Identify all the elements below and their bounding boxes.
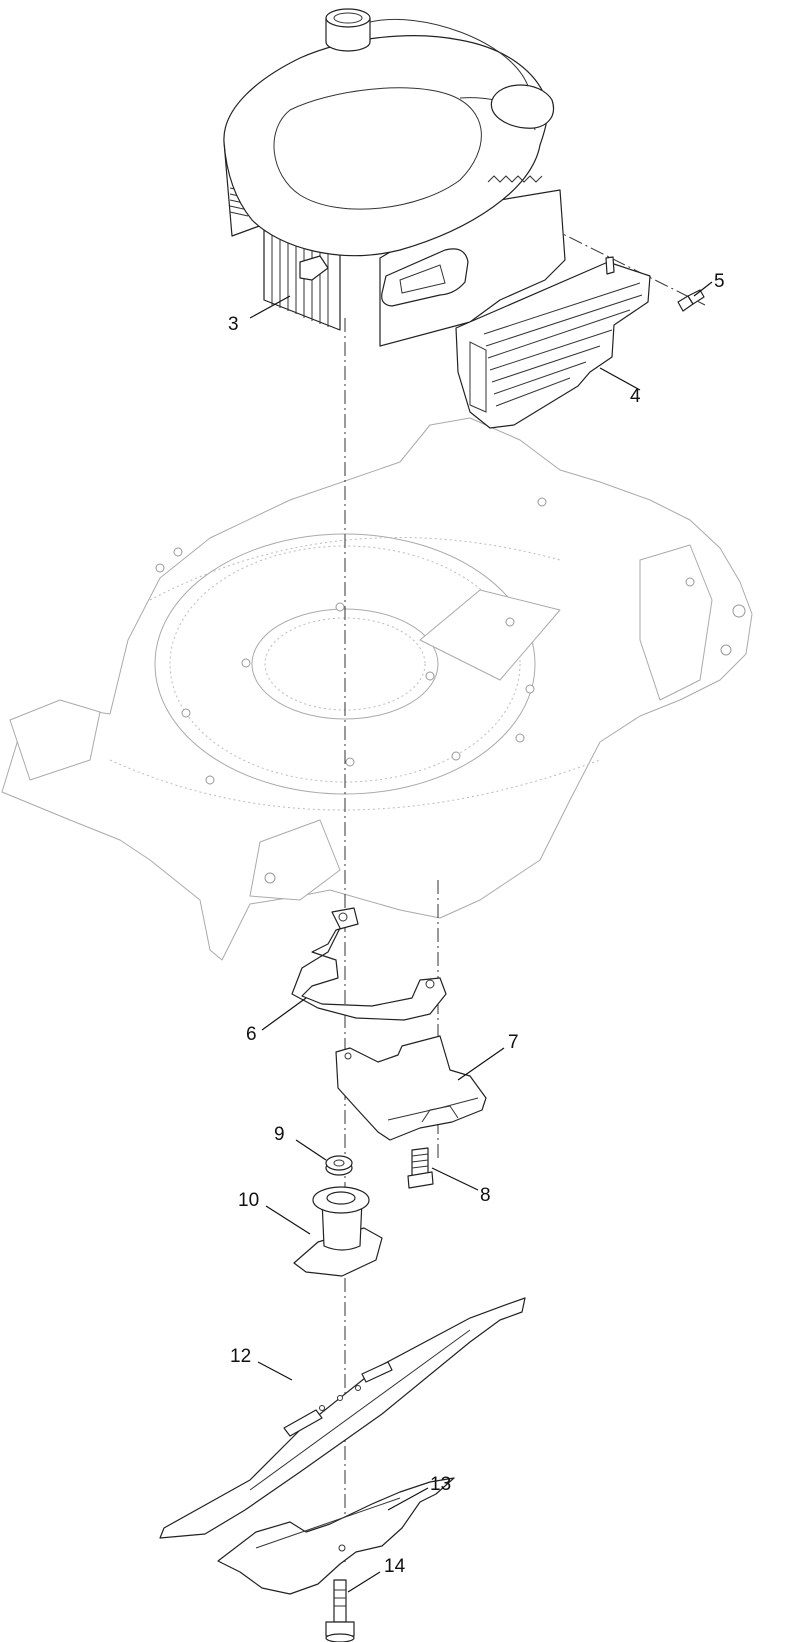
callout-9: 9 — [274, 1124, 327, 1161]
callout-3: 3 — [228, 295, 291, 335]
bolt-icon — [407, 1147, 434, 1189]
callout-4: 4 — [599, 367, 641, 407]
callout-label: 13 — [430, 1474, 451, 1495]
screw-icon — [677, 289, 705, 312]
mower-deck-icon — [1, 417, 753, 961]
callout-10: 10 — [238, 1190, 311, 1235]
callout-5: 5 — [693, 271, 725, 297]
callout-label: 14 — [384, 1556, 406, 1577]
blade-icon — [159, 1297, 526, 1539]
blade-adapter-icon — [293, 1186, 383, 1277]
callout-7: 7 — [457, 1032, 519, 1081]
callout-label: 7 — [508, 1032, 519, 1053]
callout-label: 6 — [246, 1024, 257, 1045]
callout-label: 10 — [238, 1190, 259, 1211]
sail-icon — [217, 1477, 455, 1595]
callout-6: 6 — [246, 997, 307, 1045]
callout-14: 14 — [347, 1556, 406, 1593]
callout-13: 13 — [387, 1474, 451, 1511]
callout-label: 12 — [230, 1346, 251, 1367]
callout-label: 3 — [228, 314, 239, 335]
blade-bolt-icon — [325, 1579, 355, 1642]
callout-label: 4 — [630, 386, 641, 407]
callout-label: 5 — [714, 271, 725, 292]
callout-12: 12 — [230, 1346, 293, 1381]
callout-label: 9 — [274, 1124, 285, 1145]
muffler-guard-icon — [455, 256, 651, 429]
bracket-icon — [291, 907, 447, 1021]
callout-label: 8 — [480, 1185, 491, 1206]
engine-icon — [223, 8, 566, 347]
baffle-icon — [335, 1035, 487, 1141]
callout-8: 8 — [431, 1167, 491, 1206]
key-icon — [325, 1155, 353, 1176]
